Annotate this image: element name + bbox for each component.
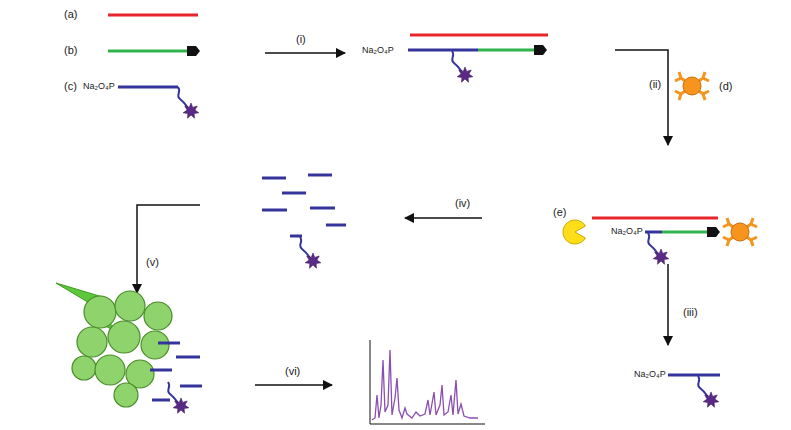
strand-letter: (b): [64, 45, 77, 56]
laser-bolt: [56, 283, 120, 334]
strand-c: [668, 374, 720, 377]
strand-c: [118, 86, 178, 89]
strand-c: [645, 231, 662, 234]
component-letter: (d): [719, 81, 732, 92]
fluorophore-tail: [300, 237, 321, 268]
strand-a: [108, 14, 198, 17]
biotin-tag: [187, 46, 200, 56]
strand-a: [592, 217, 718, 220]
strand-letter: (c): [64, 81, 77, 92]
step-arrow: [405, 217, 482, 219]
phosphate-label: Na₂O₄P: [83, 82, 115, 91]
strand-b: [662, 231, 708, 234]
exonuclease-enzyme: [563, 220, 585, 244]
step-number: (iv): [455, 198, 470, 209]
step-arrow: [265, 52, 345, 54]
step-number: (v): [146, 257, 159, 268]
step-number: (iii): [683, 307, 698, 318]
fluorophore-tail: [452, 51, 473, 82]
strand-c: [408, 49, 478, 52]
step-number: (ii): [649, 79, 661, 90]
strand-letter: (a): [64, 9, 77, 20]
phosphate-label: Na₂O₄P: [634, 370, 666, 379]
strand-a: [410, 34, 548, 37]
streptavidin-protein: [723, 218, 757, 246]
biotin-tag: [534, 45, 547, 55]
fluorophore-tail: [178, 87, 199, 118]
phosphate-label: Na₂O₄P: [362, 46, 394, 55]
fluorophore-tail: [698, 376, 719, 407]
sers-spectrum: [372, 350, 478, 420]
step-arrow: [137, 205, 200, 293]
step-arrow: [667, 264, 669, 345]
dna-fragments: [262, 175, 346, 236]
dna-fragments: [150, 343, 202, 400]
fluorophore-tail: [648, 233, 669, 264]
component-letter: (e): [553, 207, 566, 218]
fluorophore-tail: [168, 382, 189, 413]
step-number: (vi): [285, 366, 300, 377]
phosphate-label: Na₂O₄P: [611, 227, 643, 236]
spectrum-axes: [370, 340, 485, 424]
strand-b: [108, 50, 188, 53]
step-arrow: [255, 384, 332, 386]
streptavidin-protein: [675, 72, 709, 100]
nanoparticle-cluster: [72, 291, 172, 407]
step-number: (i): [296, 34, 306, 45]
step-arrow: [615, 50, 668, 145]
biotin-tag: [707, 227, 720, 237]
strand-b: [478, 49, 535, 52]
